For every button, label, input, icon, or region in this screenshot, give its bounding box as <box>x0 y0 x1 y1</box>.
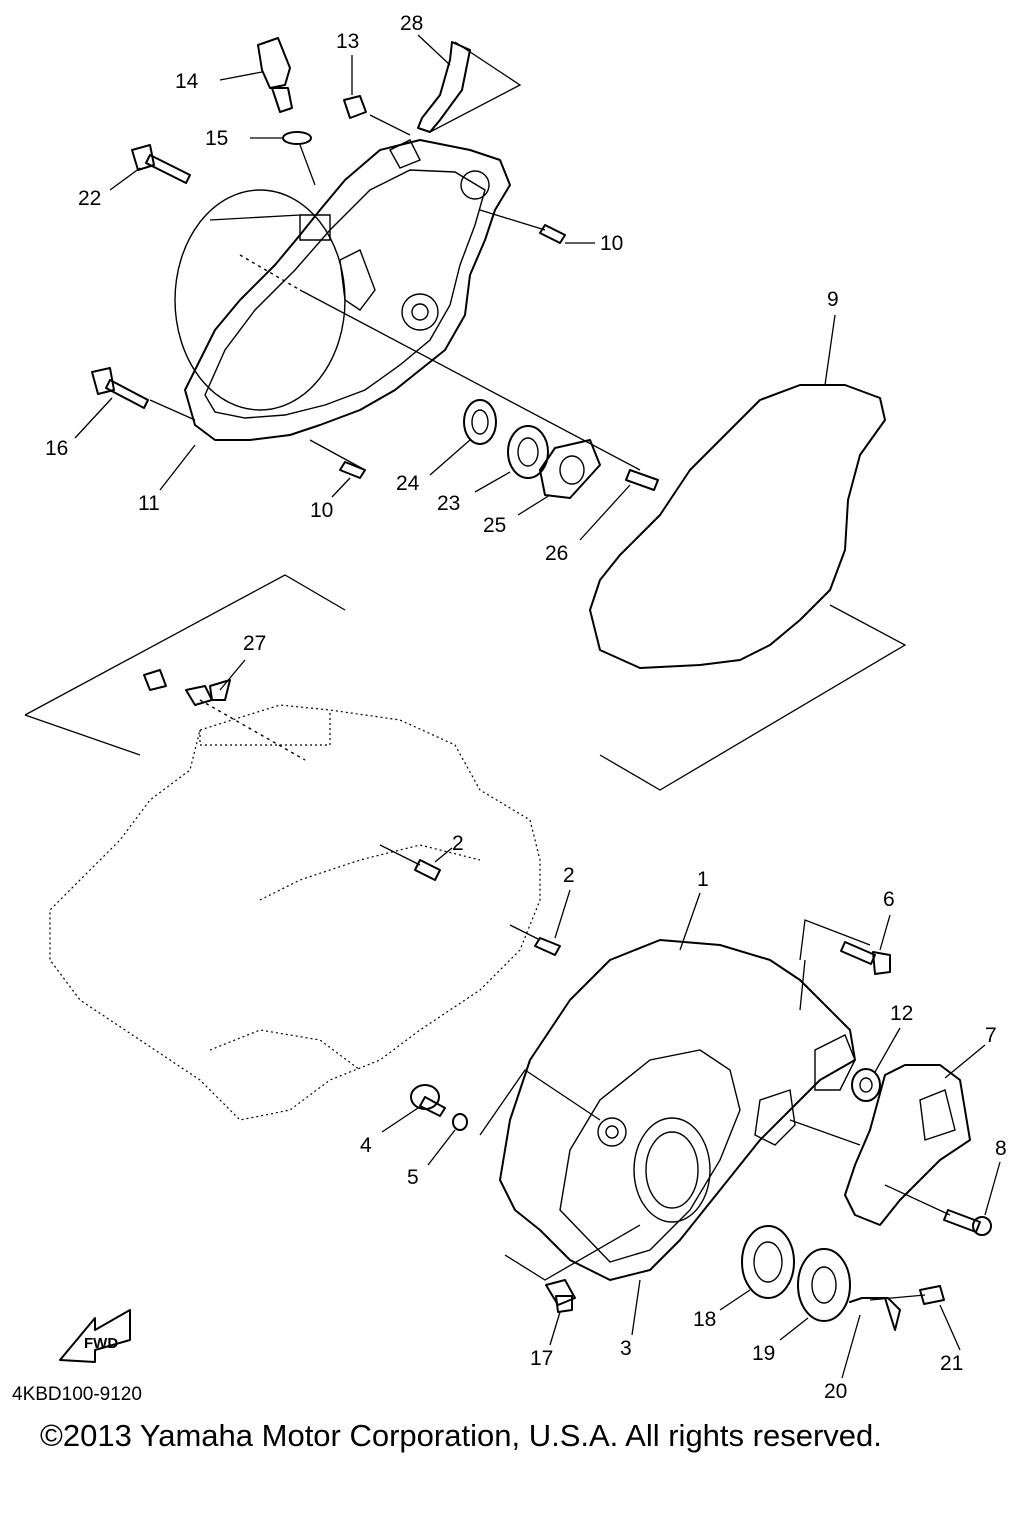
dowel-pin-2-lower <box>534 937 561 956</box>
copyright-notice: ©2013 Yamaha Motor Corporation, U.S.A. A… <box>40 1418 882 1453</box>
callout-6: 6 <box>883 888 895 911</box>
callout-9: 9 <box>827 288 839 311</box>
bolt-16 <box>91 367 149 409</box>
reference-code: 4KBD100-9120 <box>12 1384 142 1405</box>
callout-4: 4 <box>360 1134 372 1157</box>
callout-12: 12 <box>890 1002 913 1025</box>
oil-seal-24 <box>463 399 497 445</box>
callout-22: 22 <box>78 187 101 210</box>
oil-seal-19 <box>797 1248 851 1322</box>
callout-2-upper: 2 <box>452 832 464 855</box>
callout-19: 19 <box>752 1342 775 1365</box>
callout-8: 8 <box>995 1137 1007 1160</box>
callout-23: 23 <box>437 492 460 515</box>
callout-27: 27 <box>243 632 266 655</box>
callout-3: 3 <box>620 1337 632 1360</box>
callout-15: 15 <box>205 127 228 150</box>
callout-14: 14 <box>175 70 199 93</box>
callout-20: 20 <box>824 1380 847 1403</box>
crankcase-cover-11 <box>174 139 511 441</box>
clip-20 <box>849 1297 901 1331</box>
plug-4 <box>410 1084 446 1117</box>
oil-filler-cap-14 <box>257 37 293 113</box>
callout-1: 1 <box>697 868 709 891</box>
gasket-9 <box>589 384 886 669</box>
dowel-pin-10-lower <box>339 461 366 479</box>
callout-28: 28 <box>400 12 423 35</box>
callout-11: 11 <box>138 492 160 515</box>
fwd-arrow-icon: FWD <box>59 1309 131 1363</box>
callout-2-lower: 2 <box>563 864 575 887</box>
bearing-18 <box>741 1225 795 1299</box>
bolt-17 <box>545 1279 576 1313</box>
section-box <box>24 574 907 791</box>
callout-26: 26 <box>545 542 568 565</box>
bolt-8 <box>943 1209 992 1236</box>
callout-18: 18 <box>693 1308 716 1331</box>
callout-7: 7 <box>985 1024 997 1047</box>
callout-25: 25 <box>483 514 506 537</box>
callout-10-upper: 10 <box>600 232 623 255</box>
grommet-13 <box>343 95 367 119</box>
plate-25 <box>539 439 601 499</box>
screw-21 <box>919 1285 945 1305</box>
callout-10-lower: 10 <box>310 499 333 522</box>
bolt-6 <box>840 941 891 975</box>
callout-16: 16 <box>45 437 68 460</box>
callout-5: 5 <box>407 1166 419 1189</box>
screw-26 <box>625 469 659 491</box>
callout-13: 13 <box>336 30 359 53</box>
dowel-pin-10-upper <box>539 224 566 244</box>
callouts: 28 13 14 15 22 10 9 16 11 10 24 23 25 26… <box>45 12 1007 1403</box>
callout-17: 17 <box>530 1347 553 1370</box>
cover-7 <box>844 1064 971 1226</box>
bolt-22 <box>131 144 191 184</box>
bracket-28 <box>417 41 471 133</box>
engine-ghost-outline <box>49 704 541 1121</box>
callout-21: 21 <box>940 1352 963 1375</box>
crankcase-cover-1 <box>499 939 856 1281</box>
fwd-label: FWD <box>84 1335 118 1352</box>
washer-12 <box>851 1068 881 1102</box>
o-ring-15 <box>282 131 312 145</box>
dowel-pin-2-upper <box>414 859 441 881</box>
o-ring-5 <box>452 1113 468 1131</box>
bolt-27 <box>143 669 231 706</box>
bearing-23 <box>507 425 549 479</box>
callout-24: 24 <box>396 472 420 495</box>
